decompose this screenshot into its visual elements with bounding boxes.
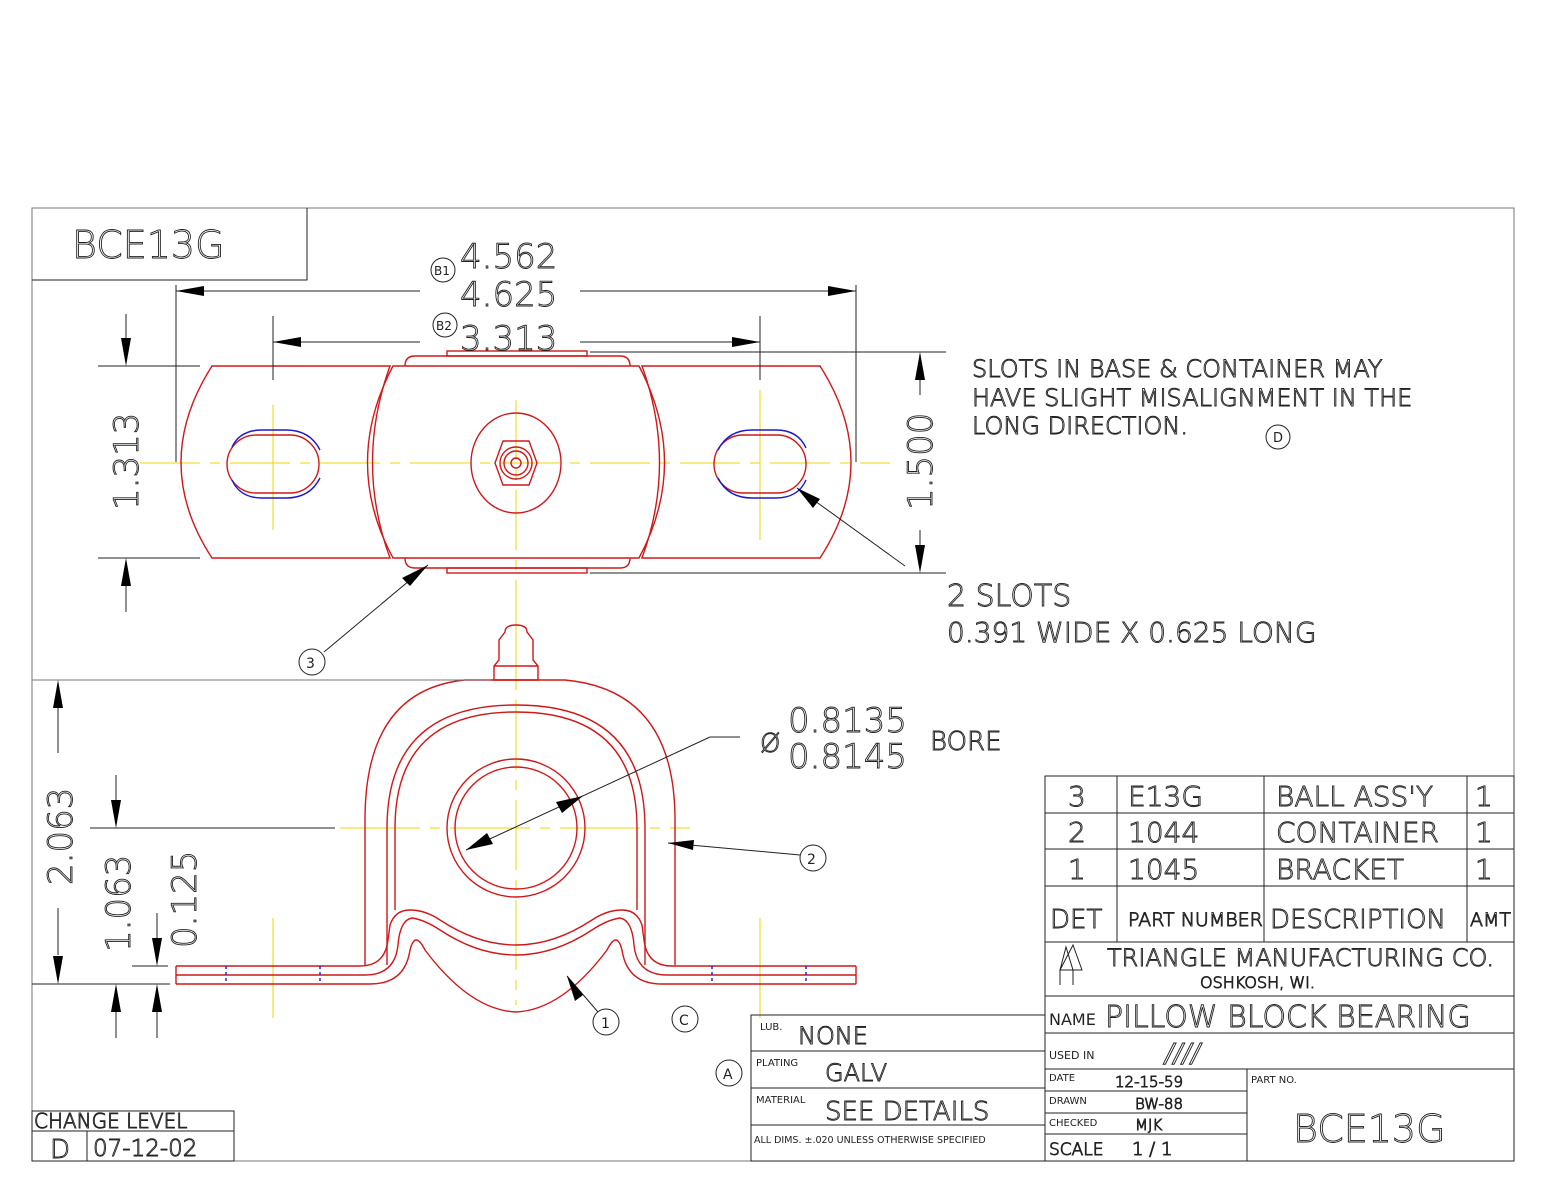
svg-text:3: 3	[1068, 780, 1086, 813]
balloon-3: 3	[298, 564, 429, 676]
svg-text:2 SLOTS: 2 SLOTS	[947, 579, 1071, 614]
svg-text:A: A	[723, 1067, 733, 1083]
svg-text:BRACKET: BRACKET	[1276, 853, 1404, 886]
svg-text:4.562: 4.562	[460, 237, 557, 277]
slot-left	[226, 434, 320, 494]
svg-text:3: 3	[306, 656, 315, 672]
balloon-1: 1	[566, 975, 620, 1036]
svg-text:1: 1	[601, 1016, 610, 1032]
svg-text:B1: B1	[434, 264, 450, 278]
bore-outer	[446, 758, 586, 898]
bore-inner	[454, 766, 578, 890]
svg-text:Ø: Ø	[760, 729, 780, 759]
svg-text:0.125: 0.125	[165, 851, 205, 948]
svg-text:12-15-59: 12-15-59	[1115, 1073, 1183, 1091]
company-logo-icon	[1059, 943, 1083, 985]
svg-text:AMT: AMT	[1470, 909, 1511, 931]
svg-text:1: 1	[1475, 816, 1493, 849]
front-dimensions: 2.063 1.063 0.125 Ø 0.8135 0.8145 BORE	[32, 679, 1002, 1038]
svg-text:1: 1	[1475, 780, 1493, 813]
front-view	[175, 600, 857, 1018]
svg-text:PART NUMBER: PART NUMBER	[1128, 909, 1263, 931]
bom-header: DET PART NUMBER DESCRIPTION AMT	[1050, 905, 1512, 936]
rev-marker-c: C	[671, 1005, 699, 1033]
bom-row: 3 E13G BALL ASS'Y 1	[1068, 780, 1494, 814]
svg-text:////: ////	[1163, 1039, 1203, 1069]
svg-text:0.391 WIDE X 0.625 LONG: 0.391 WIDE X 0.625 LONG	[947, 616, 1317, 649]
svg-text:4.625: 4.625	[460, 275, 557, 315]
drawing-name: PILLOW BLOCK BEARING	[1105, 1000, 1471, 1035]
svg-text:DATE: DATE	[1049, 1073, 1075, 1084]
company-location: OSHKOSH, WI.	[1200, 973, 1315, 992]
svg-text:1044: 1044	[1128, 816, 1199, 849]
change-level-block: CHANGE LEVEL D 07-12-02	[31, 1109, 235, 1165]
svg-text:GALV: GALV	[825, 1059, 887, 1087]
svg-text:E13G: E13G	[1128, 780, 1203, 813]
svg-text:0.8145: 0.8145	[788, 737, 907, 777]
spec-block: LUB. NONE PLATING GALV MATERIAL SEE DETA…	[750, 1014, 1046, 1162]
svg-text:LONG DIRECTION.: LONG DIRECTION.	[972, 412, 1188, 440]
svg-text:LUB.: LUB.	[760, 1022, 782, 1033]
svg-text:DRAWN: DRAWN	[1049, 1096, 1087, 1107]
svg-text:C: C	[679, 1013, 689, 1029]
svg-text:DET: DET	[1050, 905, 1102, 935]
slot-right	[713, 434, 807, 494]
svg-text:1: 1	[1068, 853, 1086, 886]
right-ear	[640, 365, 852, 559]
top-view	[140, 350, 890, 680]
rev-marker-a: A	[715, 1059, 743, 1087]
svg-text:D: D	[1273, 431, 1283, 446]
svg-text:MJK: MJK	[1135, 1116, 1162, 1134]
svg-text:HAVE SLIGHT MISALIGNMENT IN TH: HAVE SLIGHT MISALIGNMENT IN THE	[972, 384, 1412, 412]
svg-text:PART NO.: PART NO.	[1251, 1075, 1297, 1086]
svg-text:2: 2	[807, 852, 816, 868]
company-name: TRIANGLE MANUFACTURING CO.	[1107, 944, 1494, 972]
top-dimensions: B1 4.562 4.625 B2 3.313 1.313 1.500	[98, 237, 946, 612]
container-outline	[364, 679, 676, 965]
svg-text:D: D	[50, 1135, 70, 1165]
part-number: BCE13G	[1293, 1107, 1446, 1151]
balloon-2: 2	[667, 840, 827, 872]
svg-text:1.500: 1.500	[901, 413, 941, 510]
svg-text:MATERIAL: MATERIAL	[756, 1095, 806, 1106]
svg-text:1 / 1: 1 / 1	[1132, 1139, 1172, 1160]
bom-row: 1 1045 BRACKET 1	[1068, 853, 1494, 887]
svg-text:BORE: BORE	[930, 727, 1002, 757]
title-block: TRIANGLE MANUFACTURING CO. OSHKOSH, WI. …	[1044, 941, 1515, 1162]
svg-text:B2: B2	[436, 319, 452, 333]
svg-text:USED IN: USED IN	[1049, 1049, 1094, 1062]
svg-text:1045: 1045	[1128, 853, 1199, 886]
svg-text:CHANGE LEVEL: CHANGE LEVEL	[34, 1109, 187, 1133]
svg-text:2: 2	[1068, 816, 1086, 849]
svg-text:SCALE: SCALE	[1049, 1140, 1104, 1160]
svg-text:SEE DETAILS: SEE DETAILS	[825, 1097, 989, 1127]
slots-note: SLOTS IN BASE & CONTAINER MAY HAVE SLIGH…	[796, 355, 1413, 649]
part-label-box: BCE13G	[32, 208, 308, 281]
svg-text:CONTAINER: CONTAINER	[1276, 816, 1439, 849]
svg-text:0.8135: 0.8135	[788, 701, 907, 741]
left-ear	[180, 365, 392, 559]
svg-text:ALL DIMS. ±.020 UNLESS OTHERWI: ALL DIMS. ±.020 UNLESS OTHERWISE SPECIFI…	[754, 1135, 986, 1146]
svg-text:SLOTS IN BASE & CONTAINER MAY: SLOTS IN BASE & CONTAINER MAY	[972, 355, 1383, 383]
svg-text:1.063: 1.063	[99, 855, 139, 952]
svg-text:BALL ASS'Y: BALL ASS'Y	[1276, 780, 1433, 813]
bom-row: 2 1044 CONTAINER 1	[1068, 816, 1494, 850]
part-label-text: BCE13G	[72, 223, 225, 267]
svg-text:07-12-02: 07-12-02	[93, 1136, 197, 1162]
svg-text:BW-88: BW-88	[1135, 1095, 1183, 1113]
svg-text:1.313: 1.313	[107, 413, 147, 510]
svg-text:NONE: NONE	[798, 1022, 868, 1050]
svg-text:CHECKED: CHECKED	[1049, 1118, 1098, 1129]
svg-text:1: 1	[1475, 853, 1493, 886]
svg-text:NAME: NAME	[1049, 1010, 1096, 1029]
svg-text:PLATING: PLATING	[756, 1058, 798, 1069]
svg-text:DESCRIPTION: DESCRIPTION	[1270, 905, 1446, 935]
svg-text:2.063: 2.063	[41, 788, 81, 885]
svg-text:3.313: 3.313	[460, 319, 557, 359]
bom-table: 3 E13G BALL ASS'Y 1 2 1044 CONTAINER 1 1…	[1044, 775, 1515, 943]
bracket-top	[176, 909, 856, 967]
